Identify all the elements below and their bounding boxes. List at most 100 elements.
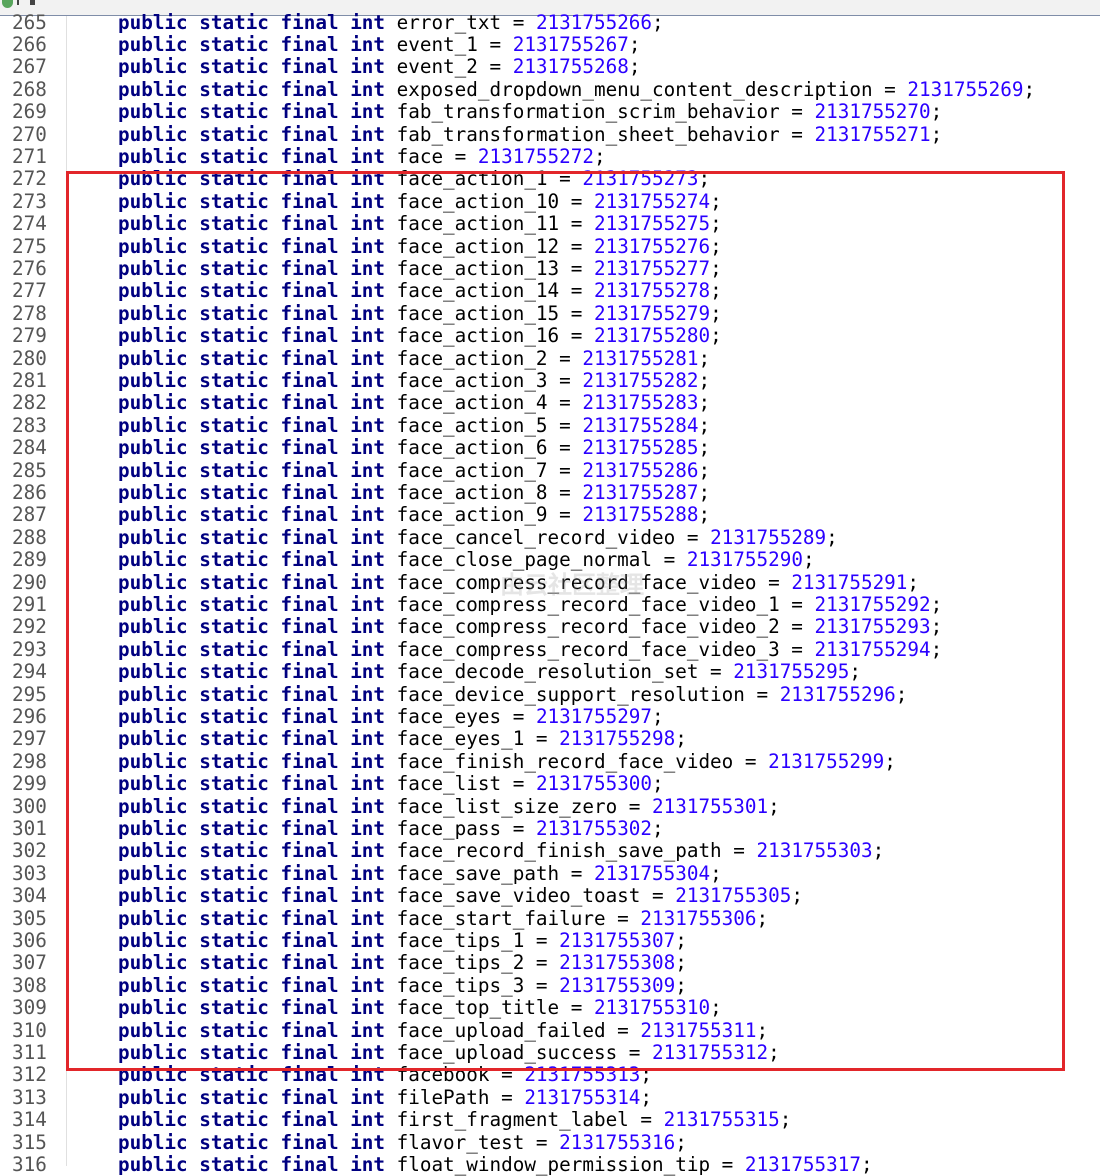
keyword-public: public — [118, 570, 188, 594]
field-value: 2131755266 — [535, 10, 653, 34]
field-name: event_2 — [396, 55, 478, 79]
keyword-final: final — [280, 503, 339, 527]
type-keyword: int — [350, 951, 386, 975]
keyword-public: public — [118, 436, 188, 460]
keyword-static: static — [199, 212, 269, 236]
line-number: 271 — [12, 144, 47, 168]
keyword-final: final — [280, 212, 339, 236]
keyword-final: final — [280, 996, 339, 1020]
code-statement: public static final int face_action_13 =… — [118, 256, 722, 280]
keyword-public: public — [118, 122, 188, 146]
android-file-icon[interactable] — [2, 0, 13, 8]
type-keyword: int — [350, 32, 386, 56]
field-value: 2131755311 — [640, 1018, 757, 1042]
tab-close-icon[interactable] — [30, 0, 35, 5]
keyword-static: static — [199, 301, 269, 325]
keyword-public: public — [118, 1108, 188, 1132]
keyword-static: static — [199, 1063, 269, 1087]
field-name: face_action_6 — [396, 436, 548, 460]
line-number: 286 — [12, 480, 47, 504]
code-statement: public static final int face_save_path =… — [118, 861, 722, 885]
code-statement: public static final int face_action_3 = … — [118, 368, 711, 392]
keyword-static: static — [199, 704, 269, 728]
type-keyword: int — [350, 704, 386, 728]
keyword-public: public — [118, 234, 188, 258]
keyword-static: static — [199, 189, 269, 213]
line-number: 313 — [12, 1085, 47, 1109]
line-number: 266 — [12, 32, 47, 56]
field-name: first_fragment_label — [396, 1108, 629, 1132]
type-keyword: int — [350, 884, 386, 908]
field-name: face_upload_failed — [396, 1018, 606, 1042]
code-statement: public static final int face_action_1 = … — [118, 167, 711, 191]
type-keyword: int — [350, 301, 386, 325]
keyword-public: public — [118, 1130, 188, 1154]
keyword-final: final — [280, 592, 339, 616]
type-keyword: int — [350, 503, 386, 527]
line-number: 291 — [12, 592, 47, 616]
type-keyword: int — [350, 548, 386, 572]
keyword-public: public — [118, 996, 188, 1020]
keyword-public: public — [118, 212, 188, 236]
keyword-public: public — [118, 1085, 188, 1109]
code-statement: public static final int face_action_15 =… — [118, 301, 722, 325]
field-value: 2131755270 — [814, 100, 931, 124]
field-value: 2131755287 — [582, 480, 699, 504]
field-value: 2131755294 — [814, 637, 931, 661]
keyword-final: final — [280, 391, 339, 415]
